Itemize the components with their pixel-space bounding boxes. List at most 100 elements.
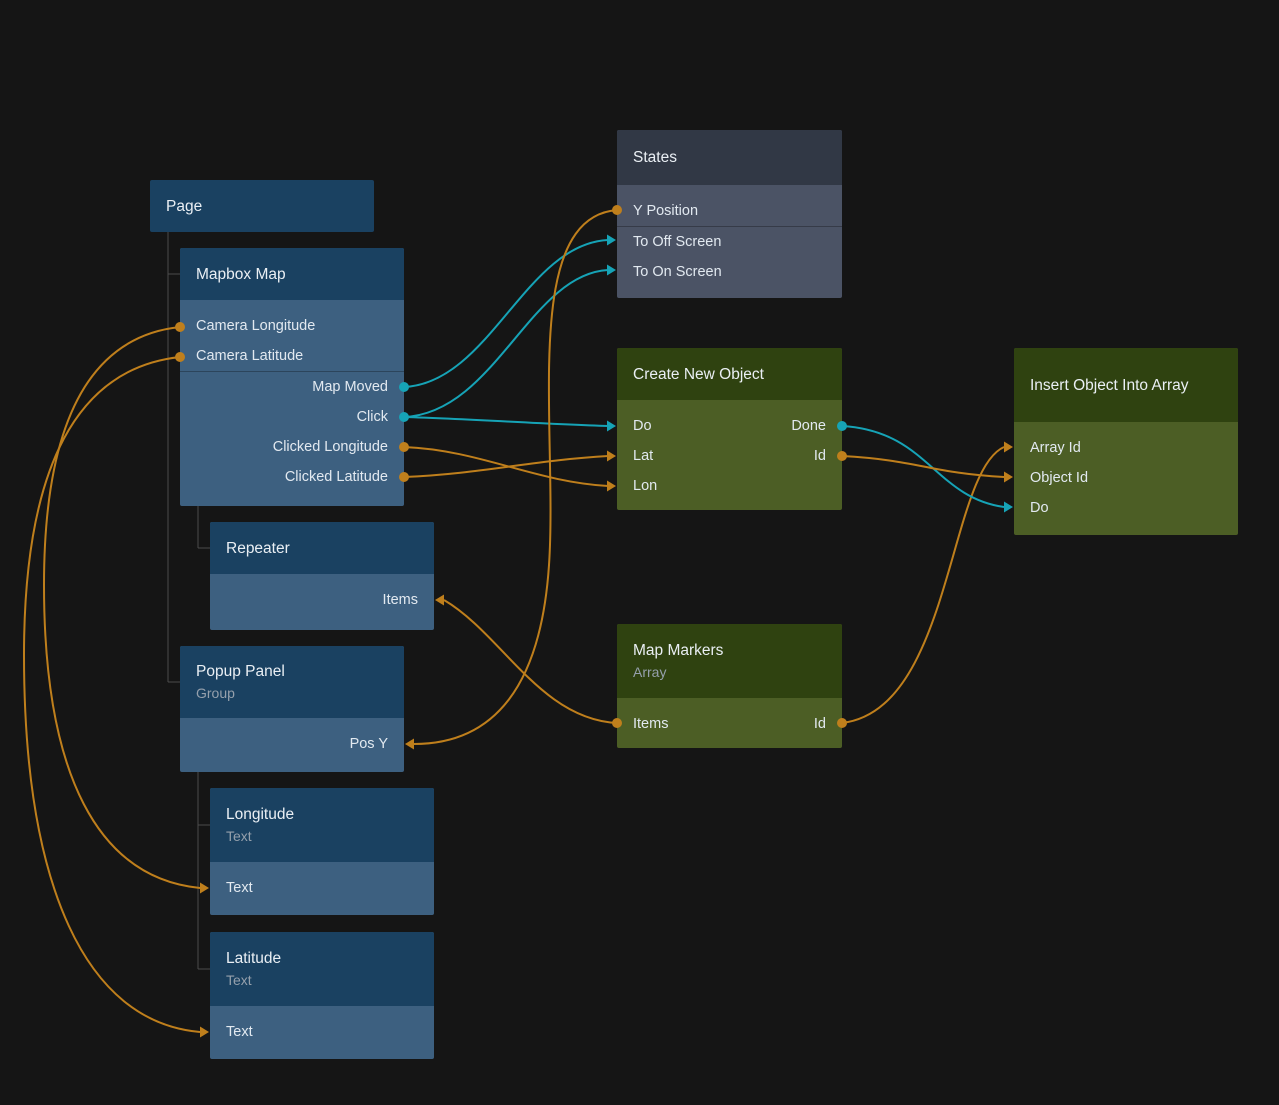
connection-done-to-insert-do[interactable] bbox=[841, 425, 1005, 508]
connection-markers-id-to-array-id[interactable] bbox=[841, 446, 1005, 724]
node-popup-panel-header[interactable]: Popup Panel Group bbox=[180, 646, 404, 718]
port-row-lat-id[interactable]: Lat Id bbox=[617, 441, 842, 471]
connection-click-to-create-do[interactable] bbox=[403, 416, 609, 427]
node-map-markers[interactable]: Map Markers Array Items Id bbox=[617, 624, 842, 748]
port-clicked-longitude-label: Clicked Longitude bbox=[272, 439, 388, 455]
port-lon[interactable]: Lon bbox=[617, 471, 842, 501]
port-do-label: Do bbox=[633, 418, 652, 434]
node-map-markers-header[interactable]: Map Markers Array bbox=[617, 624, 842, 698]
node-states-body: Y Position To Off Screen To On Screen bbox=[617, 185, 842, 287]
port-repeater-items-label: Items bbox=[382, 592, 418, 608]
port-arrow-to-on-screen[interactable] bbox=[607, 264, 616, 276]
port-arrow-latitude-text[interactable] bbox=[200, 1026, 209, 1038]
node-mapbox-map-header[interactable]: Mapbox Map bbox=[180, 248, 404, 300]
node-insert-object-into-array-header[interactable]: Insert Object Into Array bbox=[1014, 348, 1238, 422]
port-group-divider bbox=[617, 226, 842, 227]
tree-line-popup-children bbox=[197, 772, 210, 970]
connection-clicked-latitude-to-lat[interactable] bbox=[403, 455, 609, 478]
connection-id-to-object-id[interactable] bbox=[841, 455, 1005, 478]
node-popup-panel-body: Pos Y bbox=[180, 718, 404, 759]
connection-camera-latitude-to-latitude-text[interactable] bbox=[22, 356, 201, 1033]
node-repeater-body: Items bbox=[210, 574, 434, 615]
port-object-id[interactable]: Object Id bbox=[1014, 463, 1238, 493]
node-create-new-object[interactable]: Create New Object Do Done Lat Id Lon bbox=[617, 348, 842, 510]
connection-clicked-longitude-to-lon[interactable] bbox=[403, 446, 609, 487]
port-click[interactable]: Click bbox=[180, 402, 404, 432]
port-row-do-done[interactable]: Do Done bbox=[617, 411, 842, 441]
port-pos-y-label: Pos Y bbox=[349, 736, 388, 752]
port-clicked-latitude[interactable]: Clicked Latitude bbox=[180, 462, 404, 492]
port-pos-y[interactable]: Pos Y bbox=[180, 729, 404, 759]
port-arrow-array-id[interactable] bbox=[1004, 441, 1013, 453]
node-latitude-header[interactable]: Latitude Text bbox=[210, 932, 434, 1006]
port-group-divider bbox=[180, 371, 404, 372]
port-camera-longitude[interactable]: Camera Longitude bbox=[180, 311, 404, 341]
port-items-label: Items bbox=[633, 716, 669, 732]
connection-y-position-to-pos-y[interactable] bbox=[413, 209, 618, 745]
port-to-off-screen-label: To Off Screen bbox=[633, 234, 722, 250]
port-array-id[interactable]: Array Id bbox=[1014, 433, 1238, 463]
node-page-header[interactable]: Page bbox=[150, 180, 374, 232]
port-arrow-insert-do[interactable] bbox=[1004, 501, 1013, 513]
port-repeater-items[interactable]: Items bbox=[210, 585, 434, 615]
connection-markers-items-to-repeater-items[interactable] bbox=[443, 599, 618, 724]
node-map-markers-body: Items Id bbox=[617, 698, 842, 739]
port-insert-do[interactable]: Do bbox=[1014, 493, 1238, 523]
node-mapbox-map[interactable]: Mapbox Map Camera Longitude Camera Latit… bbox=[180, 248, 404, 506]
port-click-label: Click bbox=[356, 409, 388, 425]
node-page-title: Page bbox=[166, 197, 203, 215]
node-longitude-title: Longitude bbox=[226, 806, 295, 823]
port-camera-latitude-label: Camera Latitude bbox=[196, 348, 304, 364]
port-map-moved[interactable]: Map Moved bbox=[180, 372, 404, 402]
node-insert-object-into-array-title: Insert Object Into Array bbox=[1030, 376, 1189, 394]
tree-line-mapbox-repeater bbox=[197, 506, 210, 549]
tree-line-page-children bbox=[167, 232, 180, 683]
port-to-on-screen-label: To On Screen bbox=[633, 264, 722, 280]
port-array-id-label: Array Id bbox=[1030, 440, 1081, 456]
connection-camera-longitude-to-longitude-text[interactable] bbox=[42, 326, 201, 889]
port-arrow-lon[interactable] bbox=[607, 480, 616, 492]
port-latitude-text[interactable]: Text bbox=[210, 1017, 434, 1047]
port-arrow-object-id[interactable] bbox=[1004, 471, 1013, 483]
node-popup-panel-subtitle: Group bbox=[196, 685, 235, 701]
port-id-label: Id bbox=[813, 448, 826, 464]
node-map-markers-title: Map Markers bbox=[633, 642, 724, 659]
port-arrow-repeater-items[interactable] bbox=[435, 594, 444, 606]
node-popup-panel[interactable]: Popup Panel Group Pos Y bbox=[180, 646, 404, 772]
node-create-new-object-title: Create New Object bbox=[633, 365, 764, 383]
node-longitude-header[interactable]: Longitude Text bbox=[210, 788, 434, 862]
node-states-header[interactable]: States bbox=[617, 130, 842, 185]
node-page[interactable]: Page bbox=[150, 180, 374, 232]
port-arrow-lat[interactable] bbox=[607, 450, 616, 462]
port-y-position[interactable]: Y Position bbox=[617, 196, 842, 226]
node-create-new-object-header[interactable]: Create New Object bbox=[617, 348, 842, 400]
port-longitude-text[interactable]: Text bbox=[210, 873, 434, 903]
port-to-on-screen[interactable]: To On Screen bbox=[617, 257, 842, 287]
port-arrow-to-off-screen[interactable] bbox=[607, 234, 616, 246]
node-latitude[interactable]: Latitude Text Text bbox=[210, 932, 434, 1059]
port-arrow-longitude-text[interactable] bbox=[200, 882, 209, 894]
node-latitude-title: Latitude bbox=[226, 950, 282, 967]
node-states-title: States bbox=[633, 149, 677, 166]
port-arrow-create-do[interactable] bbox=[607, 420, 616, 432]
port-lat-label: Lat bbox=[633, 448, 654, 464]
port-row-items-id[interactable]: Items Id bbox=[617, 709, 842, 739]
node-longitude[interactable]: Longitude Text Text bbox=[210, 788, 434, 915]
node-states[interactable]: States Y Position To Off Screen To On Sc… bbox=[617, 130, 842, 298]
connection-click-to-on-screen[interactable] bbox=[403, 269, 609, 418]
node-latitude-subtitle: Text bbox=[226, 972, 252, 988]
connection-map-moved-to-off-screen[interactable] bbox=[403, 239, 609, 388]
port-map-moved-label: Map Moved bbox=[312, 379, 388, 395]
port-object-id-label: Object Id bbox=[1030, 470, 1089, 486]
node-repeater-title: Repeater bbox=[226, 539, 290, 557]
port-y-position-label: Y Position bbox=[633, 203, 699, 219]
port-clicked-longitude[interactable]: Clicked Longitude bbox=[180, 432, 404, 462]
port-camera-latitude[interactable]: Camera Latitude bbox=[180, 341, 404, 371]
node-repeater[interactable]: Repeater Items bbox=[210, 522, 434, 630]
port-to-off-screen[interactable]: To Off Screen bbox=[617, 227, 842, 257]
node-repeater-header[interactable]: Repeater bbox=[210, 522, 434, 574]
port-insert-do-label: Do bbox=[1030, 500, 1049, 516]
port-arrow-pos-y[interactable] bbox=[405, 738, 414, 750]
node-insert-object-into-array[interactable]: Insert Object Into Array Array Id Object… bbox=[1014, 348, 1238, 535]
